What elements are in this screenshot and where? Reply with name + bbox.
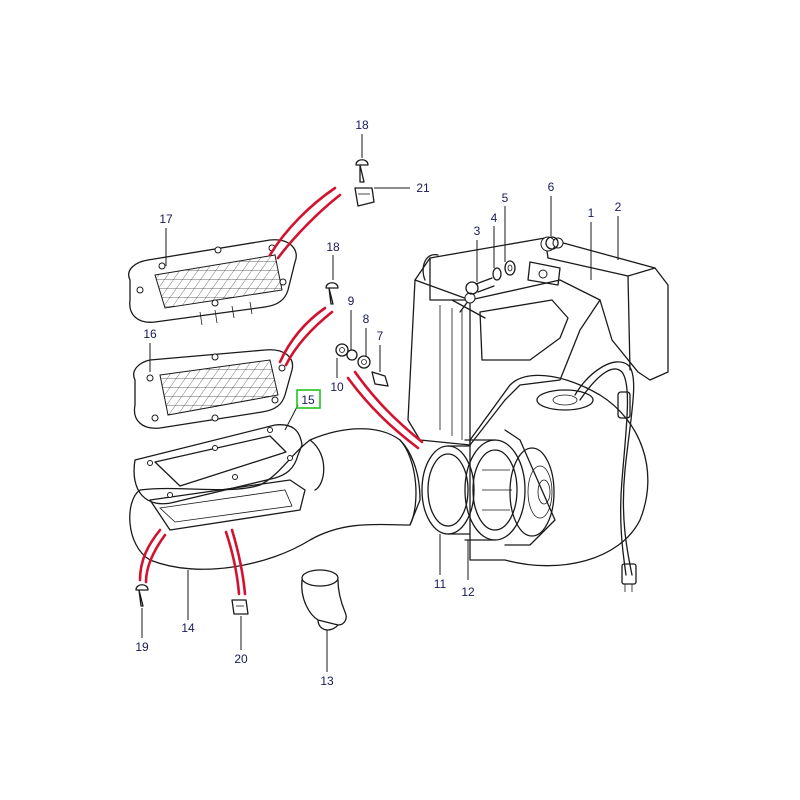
red-links [138,186,424,596]
callout-12: 12 [461,585,475,599]
screw-18-mid [325,282,339,305]
washer-9 [346,349,358,361]
washer-5 [504,260,516,276]
callout-13: 13 [320,674,334,688]
callout-5: 5 [502,191,509,205]
callout-1: 1 [588,206,595,220]
washer-4 [492,267,502,281]
callout-18-top: 18 [355,118,369,132]
callout-4: 4 [491,211,498,225]
bolt-3 [465,277,495,295]
callout-18-mid: 18 [326,240,340,254]
callout-8: 8 [363,312,370,326]
callout-14: 14 [181,621,195,635]
callout-21: 21 [416,181,430,195]
callout-3: 3 [474,224,481,238]
mesh-screen-17 [128,239,297,326]
washer-8 [357,355,371,369]
clip-21 [354,187,375,207]
callout-15-highlight [296,389,321,409]
callout-15: 15 [301,393,315,407]
blower-motor [469,361,649,592]
callout-9: 9 [348,294,355,308]
callout-labels: 1 2 3 4 5 6 7 8 9 10 11 12 13 14 15 16 1… [135,118,621,688]
leader-lines [141,134,619,672]
clip-20 [231,599,249,615]
callout-20: 20 [234,652,248,666]
elbow-connector [301,569,347,631]
callout-2: 2 [615,200,622,214]
callout-6: 6 [548,180,555,194]
grommet-6 [545,236,559,250]
screw-19 [135,584,149,607]
gasket [133,424,303,505]
mesh-screen-16 [133,349,294,429]
callout-17: 17 [159,212,173,226]
bolt-7 [371,371,389,387]
seal-rings [421,439,526,541]
intake-duct [129,428,421,570]
callout-10: 10 [330,380,344,394]
nut-10 [335,343,349,357]
callout-19: 19 [135,640,149,654]
callout-7: 7 [377,329,384,343]
callout-11: 11 [434,577,447,591]
callout-16: 16 [143,327,157,341]
heater-housing [407,236,669,446]
screw-18-top [355,159,369,183]
